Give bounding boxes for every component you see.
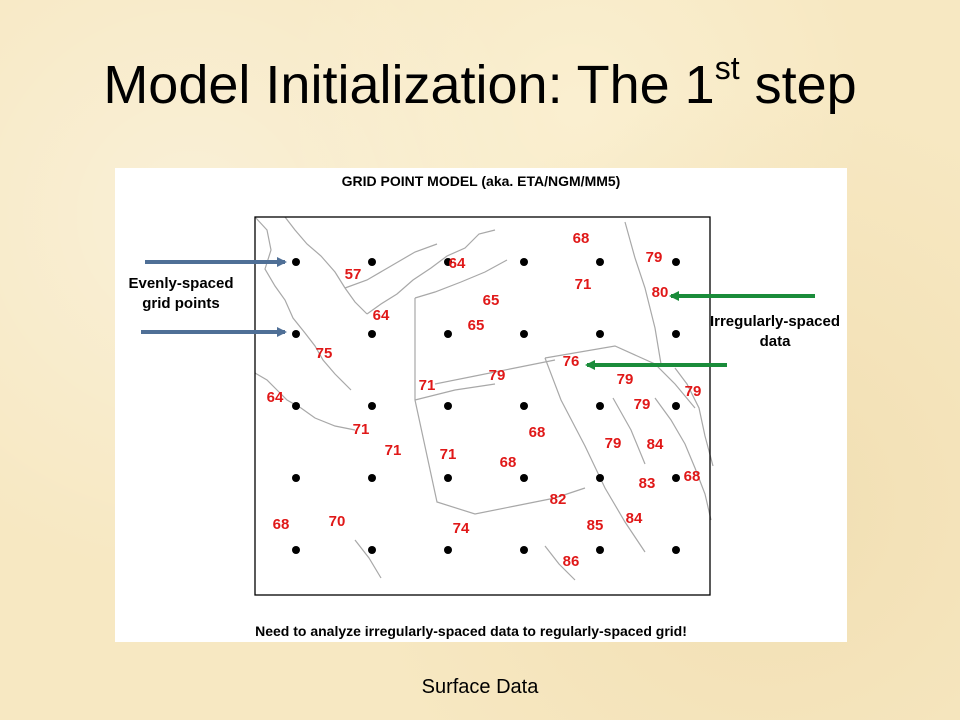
- grid-point: [672, 258, 680, 266]
- grid-point: [368, 402, 376, 410]
- observation-value: 79: [617, 371, 634, 388]
- grid-point: [596, 546, 604, 554]
- map-line: [624, 221, 662, 365]
- observation-value: 71: [353, 421, 370, 438]
- map-line: [414, 259, 508, 299]
- observation-value: 82: [550, 491, 567, 508]
- map-line: [344, 243, 438, 289]
- observation-value: 68: [273, 516, 290, 533]
- observation-value: 71: [385, 442, 402, 459]
- observation-value: 68: [573, 230, 590, 247]
- map-line: [284, 216, 368, 315]
- observation-value: 64: [373, 307, 390, 324]
- observation-value: 83: [639, 475, 656, 492]
- map-line: [366, 229, 496, 315]
- map-line: [254, 216, 352, 391]
- grid-point: [672, 546, 680, 554]
- map-line: [544, 545, 576, 581]
- observation-value: 79: [489, 367, 506, 384]
- grid-point: [520, 330, 528, 338]
- observation-value: 70: [329, 513, 346, 530]
- figure-svg: GRID POINT MODEL (aka. ETA/NGM/MM5): [128, 173, 840, 639]
- map-line: [544, 357, 646, 553]
- observation-value: 68: [500, 454, 517, 471]
- observation-value: 65: [483, 292, 500, 309]
- grid-point: [596, 330, 604, 338]
- grid-point: [672, 402, 680, 410]
- observation-value: 79: [685, 383, 702, 400]
- grid-point: [444, 258, 452, 266]
- observation-value: 79: [605, 435, 622, 452]
- figure-title: GRID POINT MODEL (aka. ETA/NGM/MM5): [342, 173, 621, 189]
- map-boundaries: [254, 216, 714, 581]
- grid-point-model-figure: GRID POINT MODEL (aka. ETA/NGM/MM5): [115, 168, 847, 642]
- grid-point: [292, 546, 300, 554]
- observation-value: 64: [267, 389, 284, 406]
- observation-value: 74: [453, 520, 470, 537]
- map-line: [654, 397, 712, 521]
- grid-point: [520, 402, 528, 410]
- grid-point: [520, 474, 528, 482]
- observation-value: 57: [345, 266, 362, 283]
- figure-footer: Need to analyze irregularly-spaced data …: [255, 623, 687, 639]
- map-line: [612, 397, 646, 465]
- observation-value: 84: [647, 436, 664, 453]
- grid-point: [292, 330, 300, 338]
- grid-point: [368, 474, 376, 482]
- grid-point: [596, 402, 604, 410]
- observation-value: 75: [316, 345, 333, 362]
- map-line: [434, 359, 556, 385]
- grid-point: [520, 546, 528, 554]
- observation-value: 80: [652, 284, 669, 301]
- observation-value: 84: [626, 510, 643, 527]
- observation-value: 64: [449, 255, 466, 272]
- grid-point: [444, 474, 452, 482]
- observation-value: 68: [529, 424, 546, 441]
- map-line: [674, 367, 714, 467]
- observation-value: 76: [563, 353, 580, 370]
- map-line: [414, 298, 586, 515]
- grid-point: [672, 474, 680, 482]
- observation-value: 71: [440, 446, 457, 463]
- grid-point: [368, 258, 376, 266]
- grid-point: [368, 330, 376, 338]
- grid-point: [444, 402, 452, 410]
- grid-point: [292, 474, 300, 482]
- observation-value: 85: [587, 517, 604, 534]
- observation-value: 79: [646, 249, 663, 266]
- label-evenly-spaced-line1: Evenly-spaced: [128, 275, 233, 292]
- grid-point: [444, 546, 452, 554]
- map-line: [354, 539, 382, 579]
- label-irregularly-spaced-line2: data: [760, 333, 792, 350]
- map-line: [414, 383, 496, 401]
- slide-title: Model Initialization: The 1st step: [103, 50, 857, 115]
- observation-value: 79: [634, 396, 651, 413]
- observation-value: 71: [575, 276, 592, 293]
- grid-point: [292, 402, 300, 410]
- observation-value: 71: [419, 377, 436, 394]
- grid-point: [444, 330, 452, 338]
- label-evenly-spaced-line2: grid points: [142, 295, 220, 312]
- label-irregularly-spaced-line1: Irregularly-spaced: [710, 313, 840, 330]
- observation-value: 68: [684, 468, 701, 485]
- grid-point: [596, 474, 604, 482]
- grid-point: [292, 258, 300, 266]
- grid-point: [672, 330, 680, 338]
- grid-points: [292, 258, 680, 554]
- map-frame: [254, 216, 711, 596]
- observation-value: 86: [563, 553, 580, 570]
- slide-caption: Surface Data: [421, 676, 539, 698]
- grid-point: [520, 258, 528, 266]
- grid-point: [596, 258, 604, 266]
- observation-value: 65: [468, 317, 485, 334]
- grid-point: [368, 546, 376, 554]
